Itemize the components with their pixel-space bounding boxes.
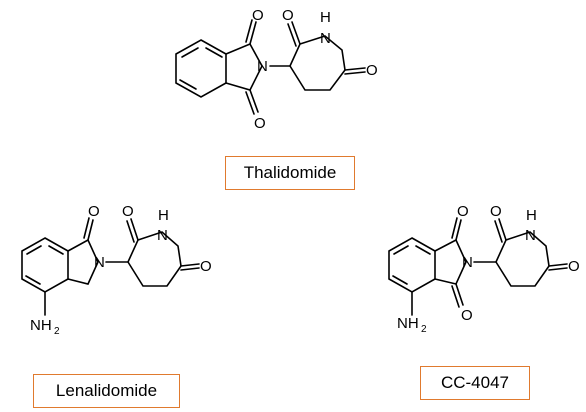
thalidomide-label: Thalidomide xyxy=(225,156,355,190)
thalidomide-imide-ring xyxy=(225,42,263,91)
lenalidomide-atom-o2: O xyxy=(122,203,134,220)
thalidomide-benzene-ring xyxy=(175,39,227,98)
cc4047-structure: O O O O N N H NH 2 xyxy=(388,203,580,335)
lenalidomide-amine-subscript: 2 xyxy=(54,326,60,337)
cc4047-pip-carbonyl-right xyxy=(548,263,568,271)
lenalidomide-amine-label: NH xyxy=(30,317,52,334)
cc4047-atom-o1: O xyxy=(457,203,469,220)
cc4047-imide-ring xyxy=(434,238,467,285)
lenalidomide-benzene-ring xyxy=(21,237,69,293)
lenalidomide-pip-carbonyl-top xyxy=(126,218,139,243)
thalidomide-pip-carbonyl-right xyxy=(344,67,366,75)
lenalidomide-piperidine-ring xyxy=(127,231,182,287)
thalidomide-atom-n1: N xyxy=(257,58,268,75)
cc4047-atom-o4: O xyxy=(568,258,580,275)
thalidomide-atom-o4: O xyxy=(366,62,378,79)
cc4047-atom-n1: N xyxy=(462,254,473,271)
lenalidomide-lactam-ring xyxy=(67,238,99,285)
lenalidomide-atom-o1: O xyxy=(88,203,100,220)
cc4047-piperidine-ring xyxy=(495,231,550,287)
thalidomide-piperidine-ring xyxy=(289,35,346,91)
cc4047-pip-carbonyl-top xyxy=(494,218,507,243)
cc4047-amine-subscript: 2 xyxy=(421,324,427,335)
cc4047-atom-o2: O xyxy=(461,307,473,324)
cc4047-atom-h: H xyxy=(526,207,537,224)
lenalidomide-atom-n2: N xyxy=(157,227,168,244)
lenalidomide-structure: O O O N N H NH 2 xyxy=(21,203,212,337)
thalidomide-atom-n2: N xyxy=(320,30,331,47)
cc4047-carbonyl-bottom xyxy=(451,283,464,308)
cc4047-amine-label: NH xyxy=(397,315,419,332)
cc4047-atom-n2: N xyxy=(525,227,536,244)
lenalidomide-pip-carbonyl-right xyxy=(180,263,200,271)
cc4047-carbonyl-top xyxy=(451,217,462,241)
cc4047-benzene-ring xyxy=(388,237,436,293)
lenalidomide-carbonyl xyxy=(83,217,94,241)
cc4047-benzene-double-bonds xyxy=(392,245,431,285)
thalidomide-pip-carbonyl-top xyxy=(287,21,301,47)
thalidomide-atom-o2: O xyxy=(282,7,294,24)
thalidomide-structure: O O O O N N H xyxy=(175,7,378,132)
thalidomide-carbonyl-bottom xyxy=(245,89,259,115)
thalidomide-benzene-double-bonds xyxy=(179,47,223,90)
lenalidomide-benzene-double-bonds xyxy=(25,245,64,285)
thalidomide-atom-o1: O xyxy=(252,7,264,24)
lenalidomide-atom-n1: N xyxy=(94,254,105,271)
lenalidomide-label: Lenalidomide xyxy=(33,374,180,408)
lenalidomide-atom-h: H xyxy=(158,207,169,224)
cc4047-atom-o3: O xyxy=(490,203,502,220)
cc4047-label: CC-4047 xyxy=(420,366,530,400)
lenalidomide-atom-o3: O xyxy=(200,258,212,275)
thalidomide-carbonyl-top xyxy=(245,19,257,45)
thalidomide-atom-h: H xyxy=(320,9,331,26)
thalidomide-atom-o3: O xyxy=(254,115,266,132)
